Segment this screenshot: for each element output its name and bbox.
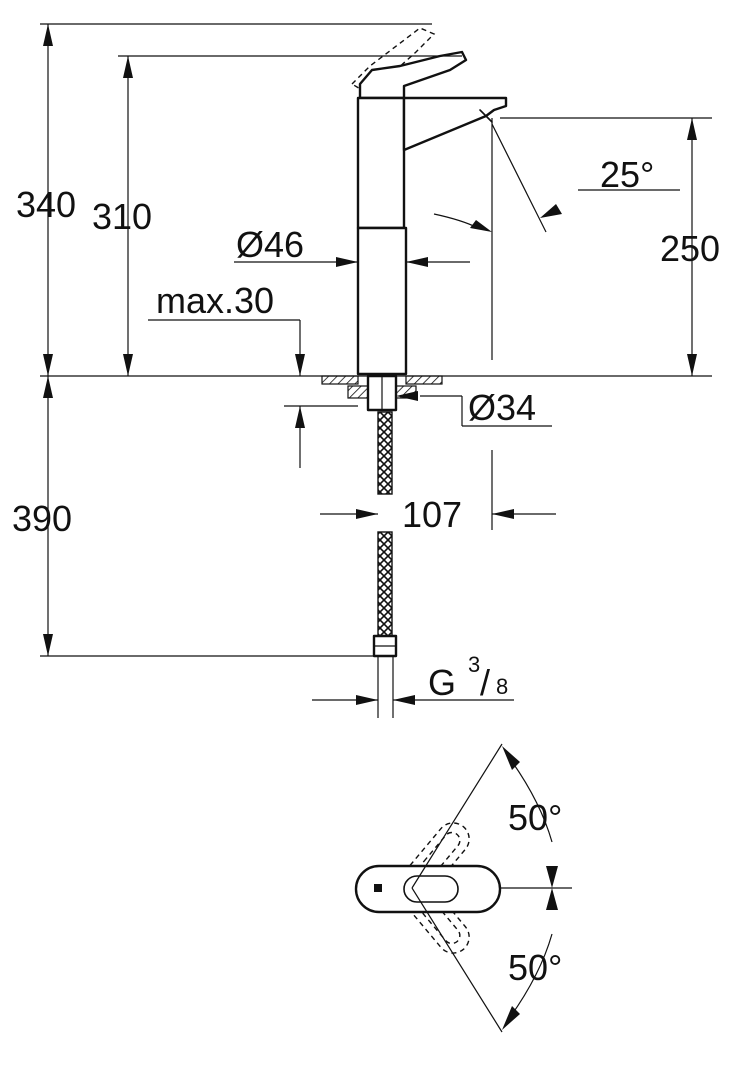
dim-spout-angle: 25° <box>600 154 654 195</box>
dim-thread-prefix: G <box>428 662 456 703</box>
faucet-side-view <box>350 27 508 376</box>
dimension-lines <box>40 23 712 705</box>
lever <box>358 50 468 100</box>
dim-body-diameter: Ø46 <box>236 224 304 265</box>
top-lever-grip <box>403 875 459 903</box>
indicator-dot <box>374 884 382 892</box>
faucet-body-lower <box>356 226 408 376</box>
countertop-right <box>405 375 443 385</box>
spout <box>402 96 508 152</box>
dim-height-total: 340 <box>16 184 76 225</box>
dim-spout-reach: 107 <box>402 494 462 535</box>
dim-thread-slash: / <box>480 662 490 703</box>
dim-hole-diameter: Ø34 <box>468 387 536 428</box>
dim-thread-numerator: 3 <box>468 652 480 677</box>
dim-lever-angle-lower: 50° <box>508 947 562 988</box>
dim-thread-denominator: 8 <box>496 674 508 699</box>
hose-upper <box>377 411 393 495</box>
washer-left <box>347 385 369 399</box>
mounting-assembly <box>321 374 443 718</box>
dim-height-lever: 310 <box>92 196 152 237</box>
hose-lower <box>377 531 393 637</box>
faucet-top-view <box>354 743 572 1033</box>
faucet-body-upper <box>356 96 406 230</box>
countertop-left <box>321 375 359 385</box>
dim-spout-height: 250 <box>660 228 720 269</box>
dim-lever-angle-upper: 50° <box>508 797 562 838</box>
dim-hose-length: 390 <box>12 498 72 539</box>
spout-tip <box>479 109 493 123</box>
top-body <box>354 864 502 914</box>
dim-max-thickness: max.30 <box>156 280 274 321</box>
lever-right-position <box>405 883 470 954</box>
